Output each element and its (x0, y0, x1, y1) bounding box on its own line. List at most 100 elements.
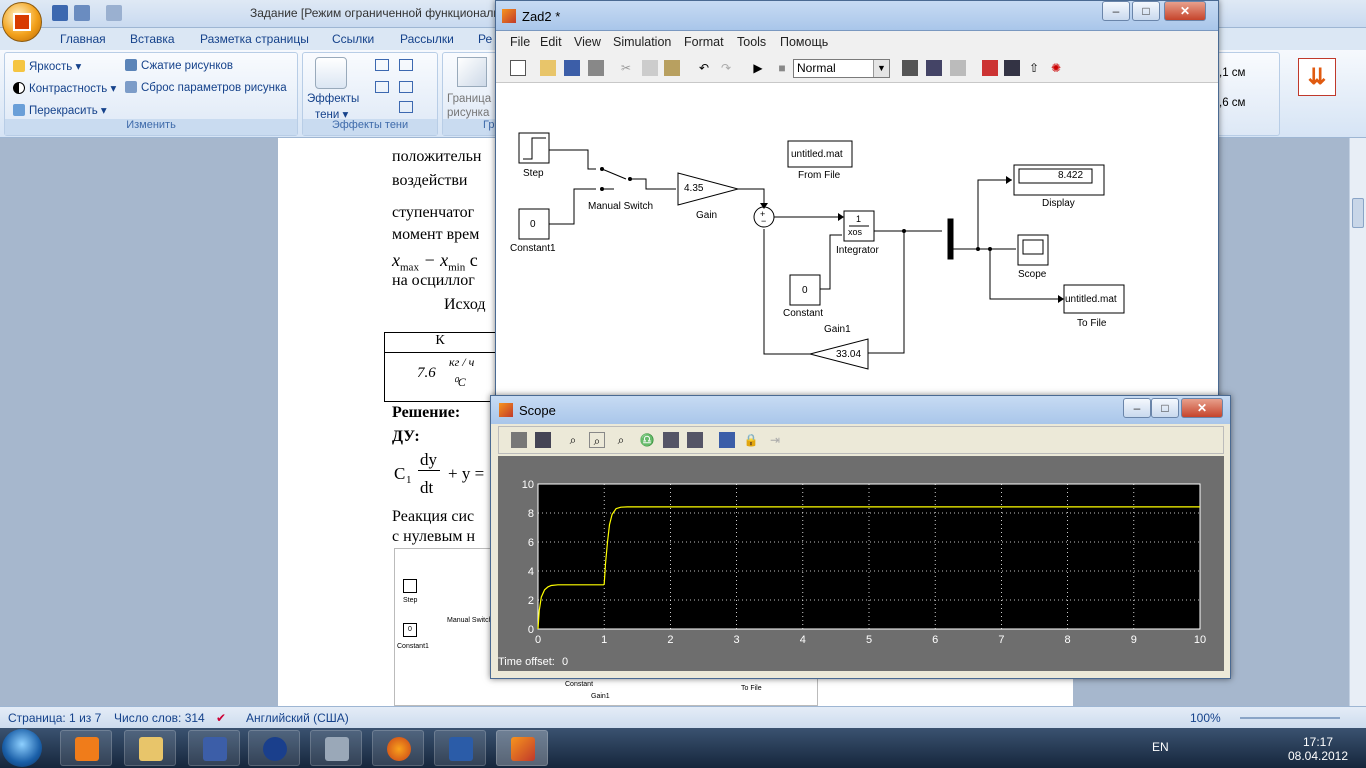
copy-icon[interactable] (642, 60, 658, 76)
integrator-block[interactable] (843, 210, 875, 242)
scroll-thumb[interactable] (1352, 198, 1364, 228)
spellcheck-icon[interactable]: ✔ (216, 711, 227, 725)
print-icon[interactable] (588, 60, 604, 76)
scope-close-button[interactable]: ✕ (1181, 398, 1223, 418)
reset-picture-button[interactable]: Сброс параметров рисунка (125, 81, 287, 94)
build-icon[interactable] (902, 60, 918, 76)
signal-selection-icon[interactable]: ⇥ (769, 433, 781, 447)
scope-block[interactable] (1017, 234, 1049, 266)
tab-page-layout[interactable]: Разметка страницы (200, 32, 309, 46)
tab-mailings[interactable]: Рассылки (400, 32, 454, 46)
taskbar-calculator[interactable] (310, 730, 362, 766)
undo-icon[interactable] (74, 5, 90, 21)
shadow-effects-label2[interactable]: тени ▾ (315, 109, 349, 121)
input-language[interactable]: EN (1152, 740, 1169, 754)
vertical-scrollbar[interactable] (1349, 138, 1366, 706)
menu-edit[interactable]: Edit (540, 35, 562, 49)
taskbar-bluetooth[interactable] (248, 730, 300, 766)
stop-simulation-icon[interactable]: ■ (778, 61, 786, 75)
nudge-down-icon[interactable] (399, 101, 413, 113)
paste-icon[interactable] (664, 60, 680, 76)
office-button[interactable] (2, 2, 42, 42)
page-count[interactable]: Страница: 1 из 7 (8, 711, 102, 725)
tab-home[interactable]: Главная (60, 32, 106, 46)
width-input[interactable]: ,6 см (1219, 97, 1246, 109)
gain-block[interactable] (677, 172, 740, 206)
menu-simulation[interactable]: Simulation (613, 35, 672, 49)
shadow-toggle-icon[interactable] (399, 81, 413, 93)
library-browser-icon[interactable] (982, 60, 998, 76)
menu-help[interactable]: Помощь (780, 35, 829, 49)
taskbar-media-player[interactable] (60, 730, 112, 766)
arrange-down-icon[interactable]: ⇊ (1298, 58, 1336, 96)
menu-format[interactable]: Format (684, 35, 724, 49)
brightness-button[interactable]: Яркость ▾ (13, 59, 81, 73)
maximize-button[interactable]: □ (1132, 1, 1160, 21)
taskbar-word[interactable] (434, 730, 486, 766)
display-block[interactable] (1013, 164, 1105, 196)
model-explorer-icon[interactable] (1004, 60, 1020, 76)
taskbar-explorer[interactable] (124, 730, 176, 766)
contrast-button[interactable]: Контрастность ▾ (13, 81, 116, 95)
print-icon[interactable] (511, 432, 527, 448)
taskbar-firefox[interactable] (372, 730, 424, 766)
autoscale-icon[interactable]: ♎ (639, 433, 655, 447)
tab-review[interactable]: Ре (478, 32, 493, 46)
nudge-up-icon[interactable] (375, 59, 389, 71)
recolor-button[interactable]: Перекрасить ▾ (13, 103, 107, 117)
step-block[interactable] (518, 132, 550, 164)
taskbar-matlab[interactable] (496, 730, 548, 766)
start-simulation-icon[interactable]: ▶ (753, 61, 763, 75)
shadow-effects-icon[interactable] (315, 57, 347, 89)
simulink-canvas[interactable]: Step 0 Constant1 Manual Switch 4.35 Gain… (496, 83, 1218, 399)
border-label1[interactable]: Граница (447, 93, 492, 105)
tab-insert[interactable]: Вставка (130, 32, 175, 46)
picture-border-icon[interactable] (457, 57, 487, 87)
mux-block[interactable] (947, 218, 954, 260)
scope-maximize-button[interactable]: □ (1151, 398, 1179, 418)
zoom-y-icon[interactable]: ⌕ (617, 433, 625, 447)
menu-file[interactable]: File (510, 35, 531, 49)
zoom-x-icon[interactable]: ⌕ (589, 432, 605, 448)
scope-minimize-button[interactable]: – (1123, 398, 1151, 418)
border-label2[interactable]: рисунка (447, 107, 490, 119)
floating-scope-icon[interactable] (719, 432, 735, 448)
restore-axes-icon[interactable] (687, 432, 703, 448)
shadow-effects-label1[interactable]: Эффекты (307, 93, 360, 105)
fromfile-block[interactable] (787, 140, 853, 168)
redo-icon[interactable] (106, 5, 122, 21)
close-button[interactable]: ✕ (1164, 1, 1206, 21)
nudge-left-icon[interactable] (375, 81, 389, 93)
update-diagram-icon[interactable] (926, 60, 942, 76)
language-indicator[interactable]: Английский (США) (246, 711, 349, 725)
word-count[interactable]: Число слов: 314 (114, 711, 205, 725)
zoom-icon[interactable]: ⌕ (569, 433, 577, 447)
tab-references[interactable]: Ссылки (332, 32, 375, 46)
height-input[interactable]: ,1 см (1219, 67, 1246, 79)
redo-icon[interactable]: ↷ (720, 61, 732, 75)
debugger-icon[interactable]: ✺ (1050, 61, 1062, 75)
undo-icon[interactable]: ↶ (698, 61, 710, 75)
menu-tools[interactable]: Tools (737, 35, 767, 49)
zoom-slider[interactable] (1240, 717, 1340, 719)
zoom-level[interactable]: 100% (1190, 711, 1221, 725)
lock-axes-icon[interactable]: 🔒 (743, 433, 759, 447)
constant-block[interactable] (789, 274, 821, 306)
start-button[interactable] (2, 729, 42, 767)
gain1-block[interactable] (808, 338, 869, 370)
build-subsystem-icon[interactable] (950, 60, 966, 76)
cut-icon[interactable]: ✂ (620, 61, 632, 75)
go-to-parent-icon[interactable]: ⇧ (1028, 61, 1040, 75)
open-icon[interactable] (540, 60, 556, 76)
new-icon[interactable] (510, 60, 526, 76)
save-icon[interactable] (52, 5, 68, 21)
save-axes-icon[interactable] (663, 432, 679, 448)
parameters-icon[interactable] (535, 432, 551, 448)
taskbar-disk[interactable] (188, 730, 240, 766)
minimize-button[interactable]: – (1102, 1, 1130, 21)
save-icon[interactable] (564, 60, 580, 76)
menu-view[interactable]: View (574, 35, 601, 49)
compress-button[interactable]: Сжатие рисунков (125, 59, 233, 72)
nudge-right-icon[interactable] (399, 59, 413, 71)
